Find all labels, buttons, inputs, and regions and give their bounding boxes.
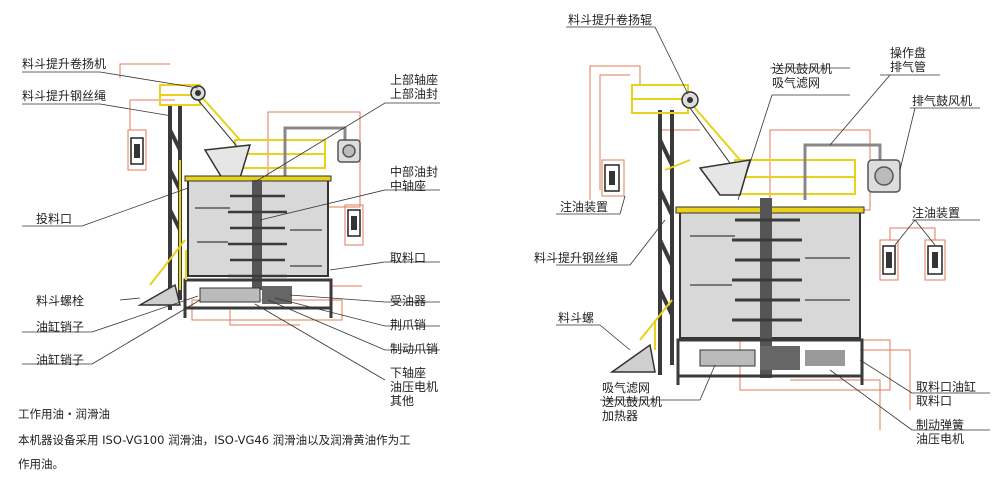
label-control-panel-line1: 操作盘 bbox=[890, 46, 927, 60]
left-machine bbox=[22, 63, 440, 381]
label-discharge-port: 取料口 bbox=[390, 251, 427, 265]
note-body-line1: 本机器设备采用 ISO-VG100 润滑油，ISO-VG46 润滑油以及润滑黄油… bbox=[18, 433, 411, 447]
label-control-panel: 操作盘 排气管 bbox=[890, 46, 960, 74]
label-bottom-group-line3: 加热器 bbox=[602, 409, 639, 423]
note-body-line2: 作用油。 bbox=[18, 457, 64, 471]
label-winch-drum: 料斗提升卷扬辊 bbox=[568, 13, 653, 27]
label-blower-filter-line2: 吸气滤网 bbox=[772, 76, 821, 90]
hopper bbox=[698, 159, 752, 196]
note-heading: 工作用油・润滑油 bbox=[18, 407, 110, 421]
label-mid-bearing: 中部油封 中轴座 bbox=[390, 165, 480, 193]
label-claw-pin: 荆爪销 bbox=[390, 318, 427, 332]
label-cylinder-port-line1: 取料口油缸 bbox=[916, 380, 977, 394]
label-cylinder-port: 取料口油缸 取料口 bbox=[916, 380, 996, 408]
label-lower-group-line2: 油压电机 bbox=[390, 380, 439, 394]
label-hopper-rope: 料斗提升钢丝绳 bbox=[22, 89, 107, 103]
right-machine bbox=[556, 26, 990, 431]
blower-icon bbox=[867, 159, 901, 193]
label-control-panel-line2: 排气管 bbox=[890, 60, 927, 74]
label-lower-group: 下轴座 油压电机 其他 bbox=[390, 366, 480, 408]
label-hopper-winch: 料斗提升卷扬机 bbox=[22, 57, 107, 71]
label-right-hopper-rope: 料斗提升钢丝绳 bbox=[534, 251, 619, 265]
label-upper-bearing-line2: 上部油封 bbox=[390, 87, 439, 101]
label-feed-port: 投料口 bbox=[36, 212, 73, 226]
label-hopper-screw: 料斗螺 bbox=[558, 311, 595, 325]
label-upper-bearing-line1: 上部轴座 bbox=[390, 73, 439, 87]
label-blower-filter: 送风鼓风机 吸气滤网 bbox=[772, 62, 862, 90]
label-brake-claw-pin: 制动爪销 bbox=[390, 342, 439, 356]
label-oiling-left: 注油装置 bbox=[560, 200, 609, 214]
label-spring-motor-line2: 油压电机 bbox=[916, 432, 965, 446]
label-spring-motor-line1: 制动弹簧 bbox=[916, 418, 965, 432]
label-upper-bearing: 上部轴座 上部油封 bbox=[390, 73, 480, 101]
label-blower-filter-line1: 送风鼓风机 bbox=[772, 62, 833, 76]
label-spring-motor: 制动弹簧 油压电机 bbox=[916, 418, 996, 446]
label-oil-receiver: 受油器 bbox=[390, 294, 427, 308]
label-exhaust-blower: 排气鼓风机 bbox=[912, 94, 973, 108]
label-mid-bearing-line1: 中部油封 bbox=[390, 165, 439, 179]
label-mid-bearing-line2: 中轴座 bbox=[390, 179, 427, 193]
label-hopper-bolt: 料斗螺栓 bbox=[36, 294, 85, 308]
label-cylinder-port-line2: 取料口 bbox=[916, 394, 953, 408]
label-lower-group-line1: 下轴座 bbox=[390, 366, 427, 380]
label-cylinder-pin-2: 油缸销子 bbox=[36, 353, 85, 367]
label-cylinder-pin-1: 油缸销子 bbox=[36, 320, 85, 334]
label-oiling-right: 注油装置 bbox=[912, 206, 961, 220]
label-bottom-group: 吸气滤网 送风鼓风机 加热器 bbox=[602, 381, 692, 423]
label-bottom-group-line2: 送风鼓风机 bbox=[602, 395, 663, 409]
hopper bbox=[203, 144, 252, 179]
blower-icon bbox=[337, 139, 361, 163]
label-bottom-group-line1: 吸气滤网 bbox=[602, 381, 651, 395]
label-lower-group-line3: 其他 bbox=[390, 394, 415, 408]
